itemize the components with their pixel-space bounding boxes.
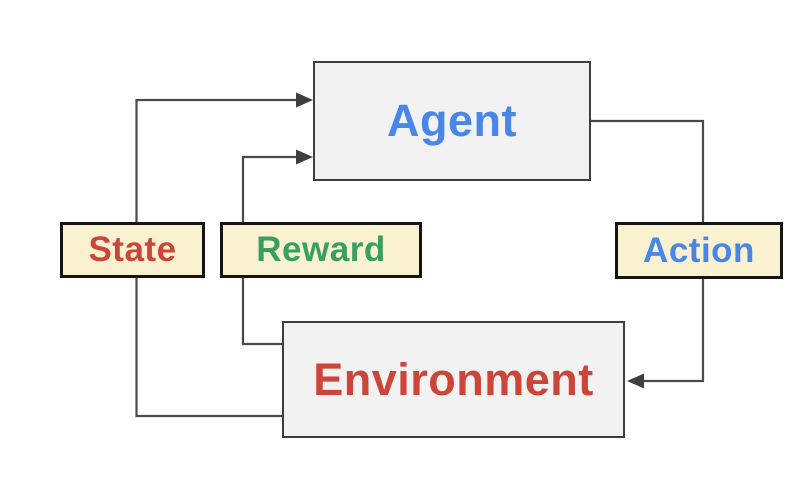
- label-action: Action: [615, 222, 783, 279]
- node-agent-label: Agent: [387, 95, 517, 146]
- label-reward-text: Reward: [256, 230, 386, 269]
- label-state: State: [60, 222, 205, 278]
- node-agent: Agent: [313, 61, 591, 181]
- label-state-text: State: [88, 230, 177, 269]
- node-environment: Environment: [282, 321, 625, 438]
- label-action-text: Action: [643, 230, 755, 270]
- node-environment-label: Environment: [313, 353, 594, 405]
- state-arrowhead-icon: [296, 92, 313, 108]
- label-reward: Reward: [220, 222, 422, 278]
- action-arrowhead-icon: [627, 373, 644, 389]
- reward-arrowhead-icon: [296, 149, 313, 165]
